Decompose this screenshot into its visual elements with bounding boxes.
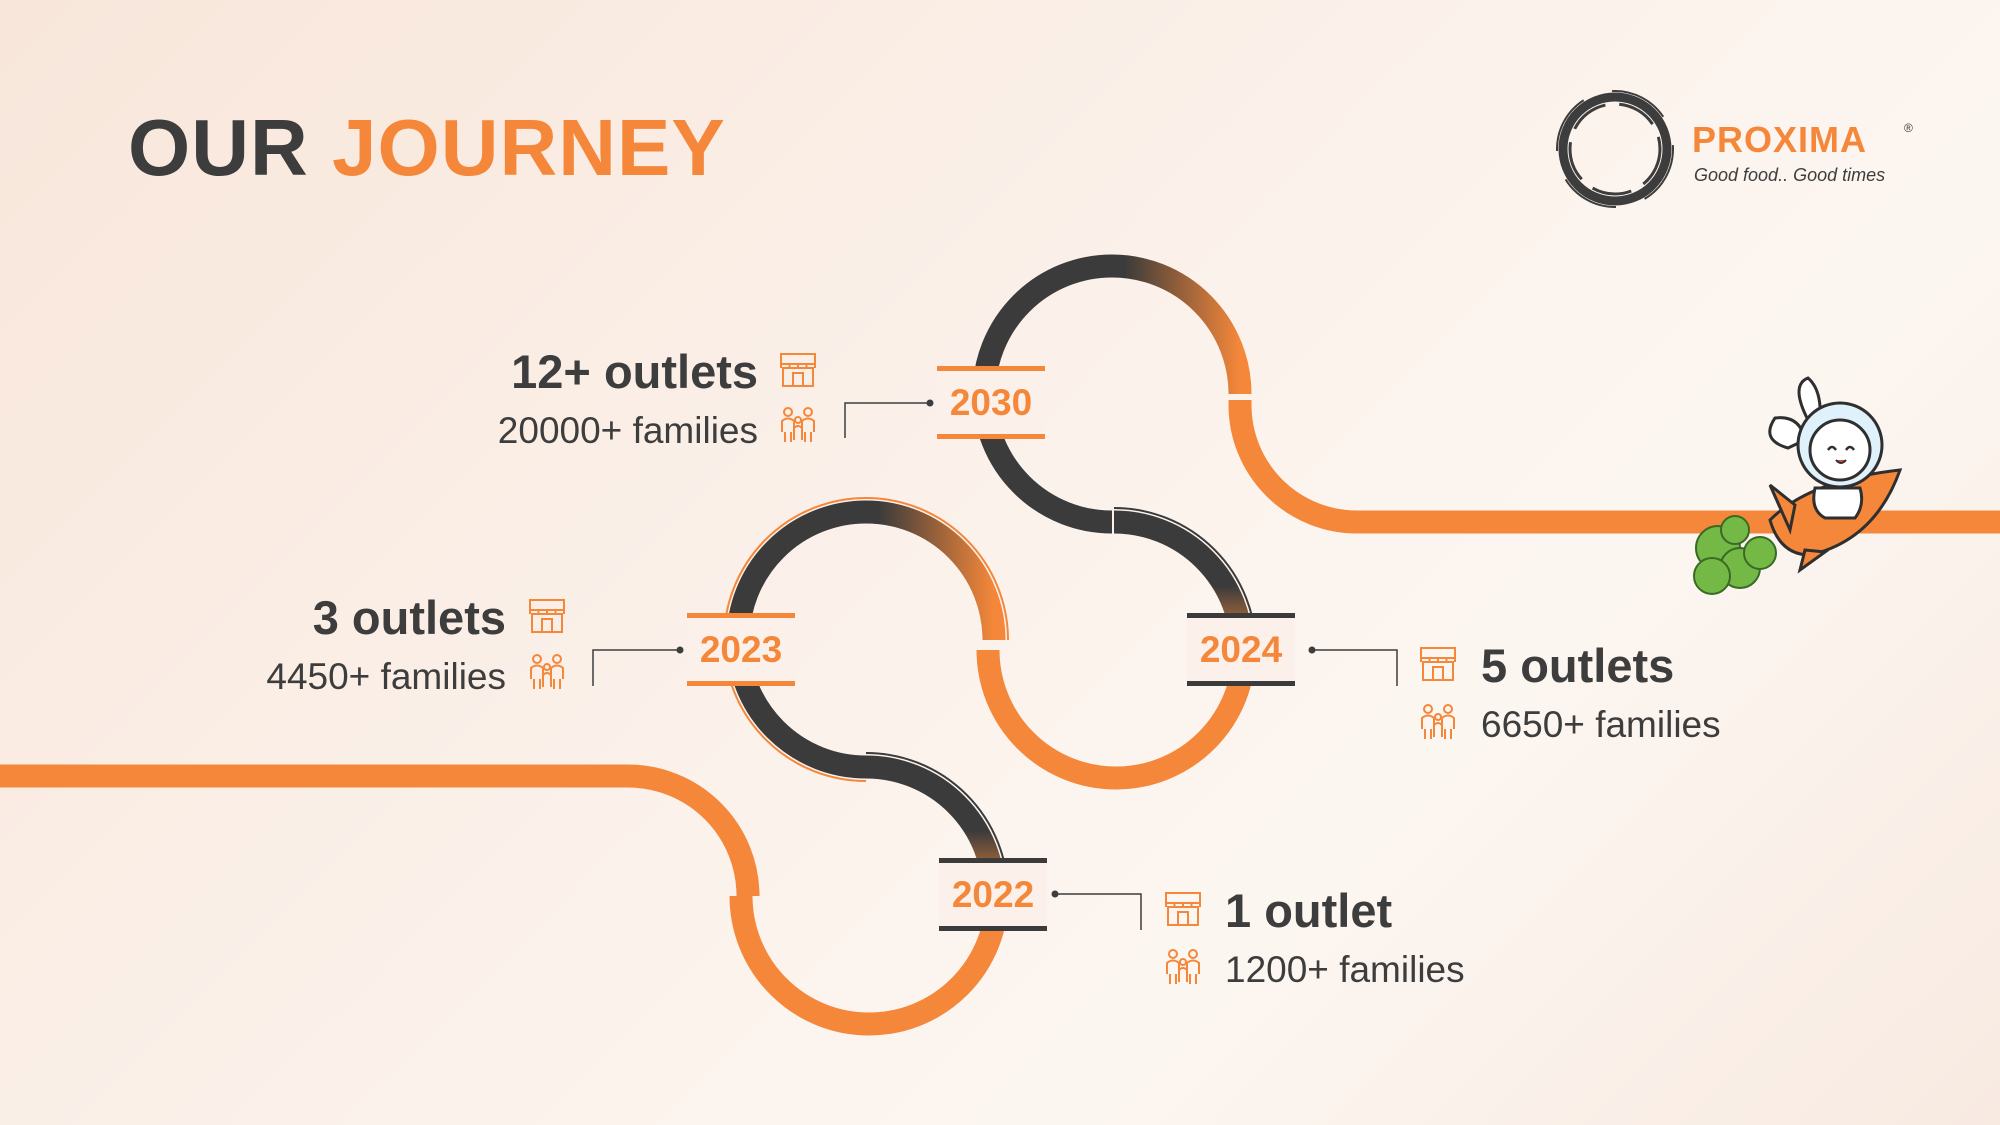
year-plaques [687,366,1295,931]
outlets-count: 12+ outlets [511,345,758,398]
logo-tagline: Good food.. Good times [1694,165,1886,185]
family-icon [781,407,815,442]
family-icon [530,654,564,689]
families-count: 4450+ families [266,656,506,697]
family-icon [1166,949,1200,984]
road [0,254,2000,1036]
plaque-2022 [939,858,1047,931]
family-icon [1421,704,1455,739]
storefront-icon [1420,647,1456,681]
proxima-logo: PROXIMA ® Good food.. Good times [1552,86,1913,226]
year-label-2024: 2024 [1199,629,1283,670]
year-label-2030: 2030 [949,382,1033,423]
storefront-icon [529,599,565,633]
outlets-count: 5 outlets [1481,639,1675,692]
rabbit-astronaut [1768,376,1884,520]
connector-2030 [844,402,930,438]
connector-2024 [1312,649,1398,686]
logo-name: PROXIMA [1692,119,1868,160]
year-label-2023: 2023 [699,629,783,670]
road-2023-top-arc [726,500,1006,641]
rabbit-rocket-mascot [1693,376,1903,595]
road-start-segment [0,764,760,897]
plaque-2024 [1187,613,1295,686]
outlets-count: 3 outlets [312,591,506,644]
road-2022-loop [729,895,1009,1036]
title-part-journey: JOURNEY [332,103,726,192]
page-title: OUR JOURNEY [128,108,726,188]
milestone-icons [529,353,1456,984]
rocket-smoke [1693,515,1777,595]
connectors [592,399,1398,930]
logo-ring-icon [1556,90,1674,208]
guide-arc-2023 [723,497,1009,641]
plaque-2023 [687,613,795,686]
storefront-icon [1165,892,1201,926]
outlets-count: 1 outlet [1225,884,1393,937]
road-2024-loop [976,649,1256,790]
title-part-our: OUR [128,103,309,192]
plaque-2030 [937,366,1045,439]
year-label-2022: 2022 [951,874,1035,915]
families-count: 1200+ families [1225,949,1465,990]
families-count: 6650+ families [1481,704,1721,745]
families-count: 20000+ families [497,410,758,451]
connector-2023 [592,649,680,686]
storefront-icon [780,353,816,387]
connector-2022 [1055,893,1142,930]
registered-mark: ® [1904,121,1913,135]
road-2030-top-arc [972,254,1252,395]
road-end-segment [1228,400,2000,534]
